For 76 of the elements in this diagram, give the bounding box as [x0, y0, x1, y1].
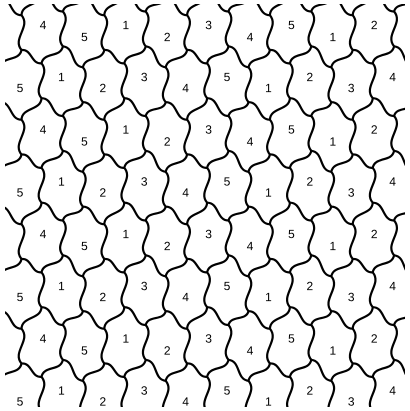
tile-number: 4 — [40, 230, 46, 238]
tile-number: 1 — [58, 177, 64, 186]
tile-number: 2 — [164, 137, 170, 146]
tile-number: 5 — [224, 72, 230, 82]
tile-number: 4 — [390, 386, 396, 395]
tile-number: 2 — [164, 346, 170, 355]
tile-number: 4 — [40, 125, 46, 134]
tile-number: 5 — [82, 242, 88, 250]
tile-number: 4 — [390, 72, 396, 82]
tile-number: 5 — [288, 125, 294, 134]
tile-number: 1 — [266, 397, 272, 406]
tile-number: 5 — [224, 177, 230, 186]
tile-number: 1 — [58, 386, 64, 395]
tile-number: 2 — [100, 397, 106, 406]
tile-number: 5 — [17, 292, 23, 302]
tile-number: 5 — [82, 137, 88, 146]
tile-number: 4 — [40, 334, 46, 343]
tile-number: 2 — [371, 125, 377, 134]
tile-number: 1 — [266, 188, 272, 197]
tile-number: 1 — [266, 84, 272, 92]
tile-number: 1 — [58, 282, 64, 290]
tile-number: 1 — [330, 137, 336, 146]
tile-number: 3 — [348, 397, 354, 406]
tile-number: 1 — [330, 242, 336, 250]
tile-number: 1 — [123, 230, 129, 238]
tile-number: 2 — [100, 84, 106, 92]
tile-number: 4 — [182, 292, 189, 302]
tile-number: 2 — [307, 386, 313, 395]
tile-number: 3 — [141, 72, 148, 82]
tile-number: 3 — [348, 188, 354, 197]
tile-number: 5 — [17, 84, 23, 92]
tile-number: 3 — [348, 84, 354, 92]
tile-number: 3 — [141, 386, 148, 395]
tile-number: 5 — [288, 334, 294, 343]
tile-number: 1 — [330, 32, 336, 42]
tile-number: 3 — [206, 230, 212, 238]
tile-number: 4 — [390, 177, 396, 186]
tile-number: 4 — [246, 242, 253, 250]
tile-number: 4 — [182, 84, 189, 92]
tile-number: 5 — [17, 188, 23, 197]
tile-number: 5 — [288, 20, 294, 30]
tile-number: 5 — [288, 230, 294, 238]
tile-number: 3 — [206, 334, 212, 343]
tile-number: 5 — [82, 346, 88, 355]
tile-number: 1 — [330, 346, 336, 355]
tile-number: 2 — [307, 72, 313, 82]
tile-number: 1 — [123, 334, 129, 343]
tile-number: 4 — [182, 188, 189, 197]
tile-number: 1 — [58, 72, 64, 82]
tile-number: 4 — [246, 137, 253, 146]
tile-number: 2 — [307, 177, 313, 186]
tile-number: 4 — [246, 346, 253, 355]
tile-number: 4 — [390, 282, 396, 290]
tile-number: 3 — [141, 177, 148, 186]
tile-number: 5 — [82, 32, 88, 42]
tile-number: 2 — [307, 282, 313, 290]
tile-number: 2 — [100, 188, 106, 197]
tile-number: 3 — [206, 125, 212, 134]
tile-number: 2 — [371, 20, 377, 30]
tile-number: 2 — [164, 242, 170, 250]
tile-number: 1 — [123, 20, 129, 30]
tile-number: 2 — [100, 292, 106, 302]
tile-number: 4 — [182, 397, 189, 406]
tile-number: 5 — [224, 386, 230, 395]
tile-number: 1 — [266, 292, 272, 302]
tile-number: 3 — [206, 20, 212, 30]
tile-number: 3 — [141, 282, 148, 290]
tile-number: 3 — [348, 292, 354, 302]
tile-number: 5 — [17, 397, 23, 406]
tile-number: 2 — [371, 230, 377, 238]
tile-number: 4 — [40, 20, 46, 30]
tile-number: 5 — [224, 282, 230, 290]
tile-number: 4 — [246, 32, 253, 42]
tile-number: 2 — [164, 32, 170, 42]
tile-number: 2 — [371, 334, 377, 343]
tile-number: 1 — [123, 125, 129, 134]
